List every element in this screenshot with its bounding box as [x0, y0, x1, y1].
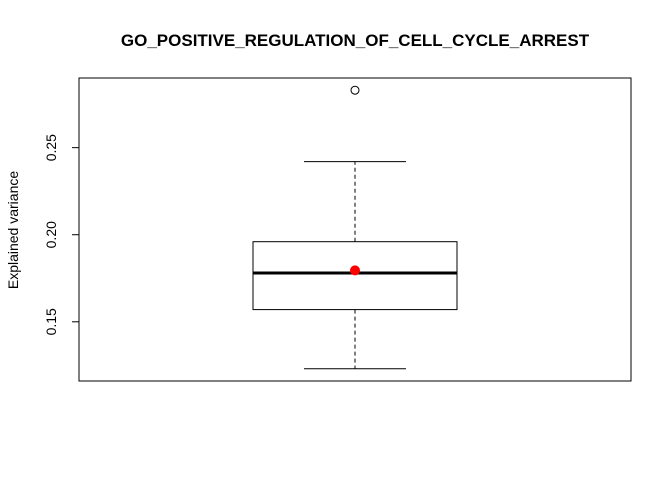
y-tick-label: 0.20 [43, 221, 59, 248]
chart-title: GO_POSITIVE_REGULATION_OF_CELL_CYCLE_ARR… [121, 31, 590, 50]
plot-frame [78, 77, 632, 382]
outlier-point [350, 85, 360, 95]
y-tick-label: 0.25 [43, 134, 59, 161]
mean-marker [350, 265, 360, 276]
y-axis-label: Explained variance [5, 171, 21, 290]
box-group [252, 85, 458, 370]
y-tick-label: 0.15 [43, 308, 59, 335]
interquartile-box [252, 241, 458, 311]
y-axis: 0.15 0.20 0.25 [43, 134, 80, 335]
